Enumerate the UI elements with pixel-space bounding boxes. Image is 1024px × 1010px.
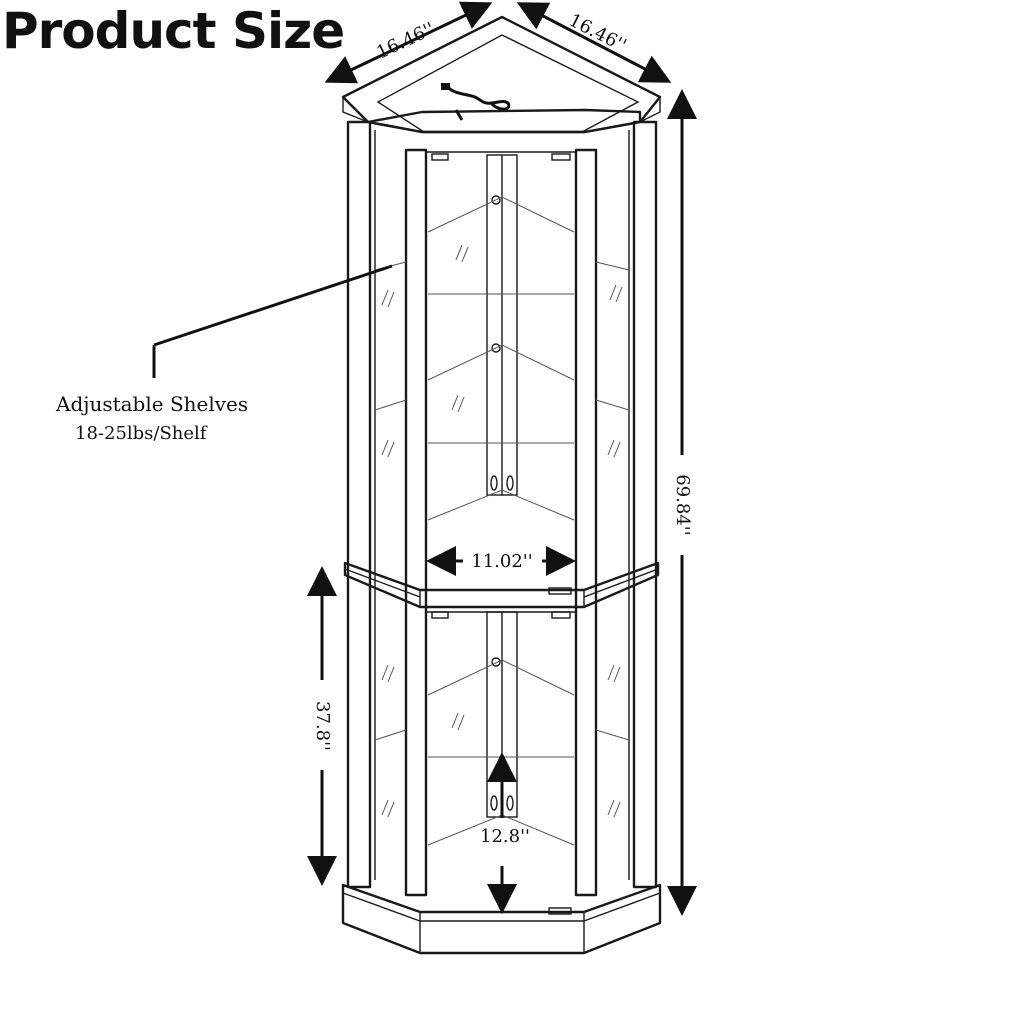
upper-section	[374, 151, 630, 595]
callout-title: Adjustable Shelves	[55, 392, 248, 416]
dim-total-height-label: 69.84''	[672, 474, 693, 535]
right-post	[632, 120, 658, 889]
page-title: Product Size	[2, 2, 345, 60]
middle-band	[343, 561, 660, 609]
power-cord-icon	[441, 83, 511, 121]
dim-lower-height-label: 37.8''	[312, 701, 333, 751]
shelves-callout: Adjustable Shelves 18-25lbs/Shelf	[55, 264, 393, 444]
dimension-shelf-spacing: 12.8''	[480, 752, 530, 914]
callout-capacity: 18-25lbs/Shelf	[75, 423, 208, 444]
dim-shelf-width-label: 11.02''	[471, 551, 532, 572]
door-left-stile	[404, 148, 428, 897]
door-right-stile	[574, 148, 598, 897]
dimension-total-height: 69.84''	[667, 89, 697, 916]
dimension-shelf-width: 11.02''	[426, 546, 576, 576]
dim-top-right-label: 16.46''	[565, 10, 629, 57]
left-post	[346, 120, 372, 889]
base-plinth	[341, 883, 662, 955]
dimension-top-left: 16.46''	[324, 1, 493, 84]
dim-shelf-spacing-label: 12.8''	[480, 826, 530, 847]
dimension-lower-height: 37.8''	[307, 566, 337, 886]
dimension-top-right: 16.46''	[516, 2, 672, 83]
dim-top-left-label: 16.46''	[373, 19, 438, 64]
